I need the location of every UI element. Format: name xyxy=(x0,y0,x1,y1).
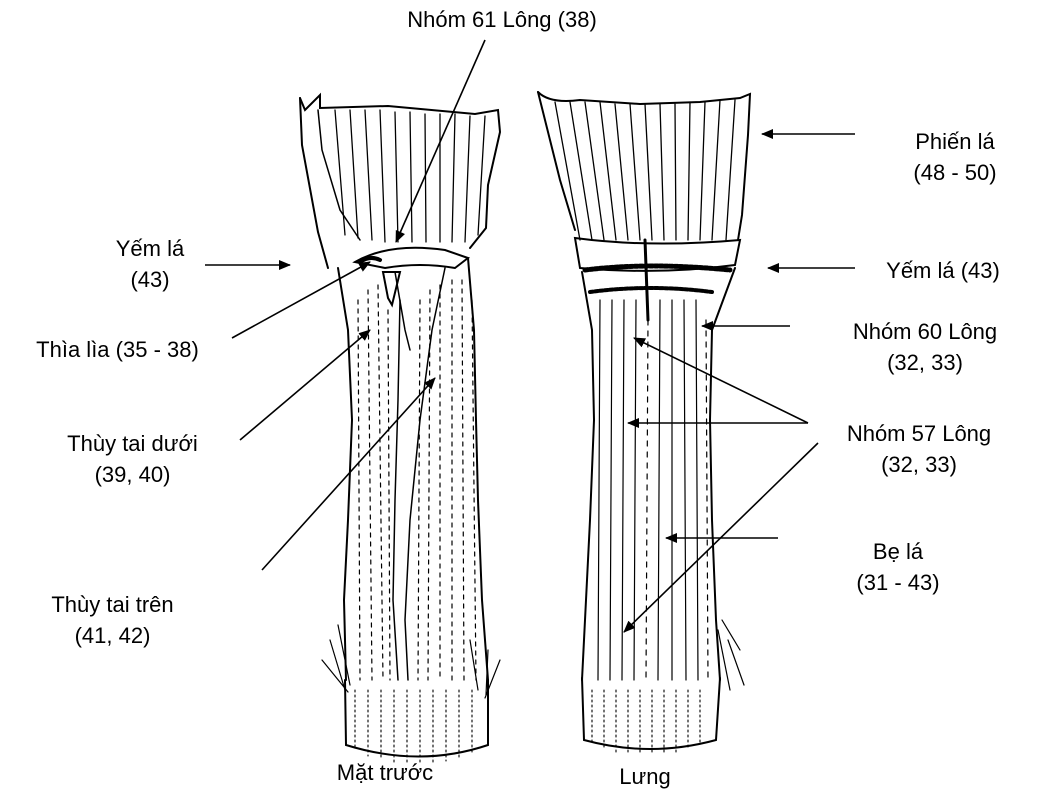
label-yem-la-left: Yếm lá (43) xyxy=(90,233,210,295)
back-node-collar xyxy=(582,678,720,749)
label-thuy-tai-duoi-line2: (39, 40) xyxy=(40,459,225,490)
label-nhom-57-line2: (32, 33) xyxy=(824,449,1014,480)
label-nhom-61-text: Nhóm 61 Lông (38) xyxy=(367,4,637,35)
caption-back: Lưng xyxy=(590,761,700,792)
label-yem-la-right-text: Yếm lá (43) xyxy=(858,255,1028,286)
caption-front: Mặt trước xyxy=(305,757,465,788)
label-be-la: Bẹ lá (31 - 43) xyxy=(828,536,968,598)
leader-lines xyxy=(205,40,855,632)
caption-back-text: Lưng xyxy=(590,761,700,792)
label-thuy-tai-duoi: Thùy tai dưới (39, 40) xyxy=(40,428,225,490)
leader-thia-lia xyxy=(232,262,370,338)
label-nhom-57: Nhóm 57 Lông (32, 33) xyxy=(824,418,1014,480)
label-be-la-line1: Bẹ lá xyxy=(828,536,968,567)
label-yem-la-right: Yếm lá (43) xyxy=(858,255,1028,286)
label-nhom-60: Nhóm 60 Lông (32, 33) xyxy=(830,316,1020,378)
label-nhom-57-line1: Nhóm 57 Lông xyxy=(824,418,1014,449)
caption-front-text: Mặt trước xyxy=(305,757,465,788)
label-nhom-60-line2: (32, 33) xyxy=(830,347,1020,378)
label-be-la-line2: (31 - 43) xyxy=(828,567,968,598)
label-thuy-tai-tren-line1: Thùy tai trên xyxy=(20,589,205,620)
label-yem-la-left-line2: (43) xyxy=(90,264,210,295)
label-thuy-tai-duoi-line1: Thùy tai dưới xyxy=(40,428,225,459)
front-node-collar xyxy=(345,680,488,757)
label-nhom-60-line1: Nhóm 60 Lông xyxy=(830,316,1020,347)
label-nhom-61: Nhóm 61 Lông (38) xyxy=(367,4,637,35)
label-yem-la-left-line1: Yếm lá xyxy=(90,233,210,264)
label-phien-la-line1: Phiến lá xyxy=(880,126,1030,157)
front-sheath-outline xyxy=(338,268,352,680)
label-thia-lia: Thìa lìa (35 - 38) xyxy=(0,334,235,365)
front-view-drawing xyxy=(300,95,500,764)
label-phien-la-line2: (48 - 50) xyxy=(880,157,1030,188)
label-thuy-tai-tren-line2: (41, 42) xyxy=(20,620,205,651)
back-blade-outline xyxy=(538,92,750,240)
label-thia-lia-text: Thìa lìa (35 - 38) xyxy=(0,334,235,365)
back-sheath-outline xyxy=(582,272,594,680)
label-phien-la: Phiến lá (48 - 50) xyxy=(880,126,1030,188)
label-thuy-tai-tren: Thùy tai trên (41, 42) xyxy=(20,589,205,651)
